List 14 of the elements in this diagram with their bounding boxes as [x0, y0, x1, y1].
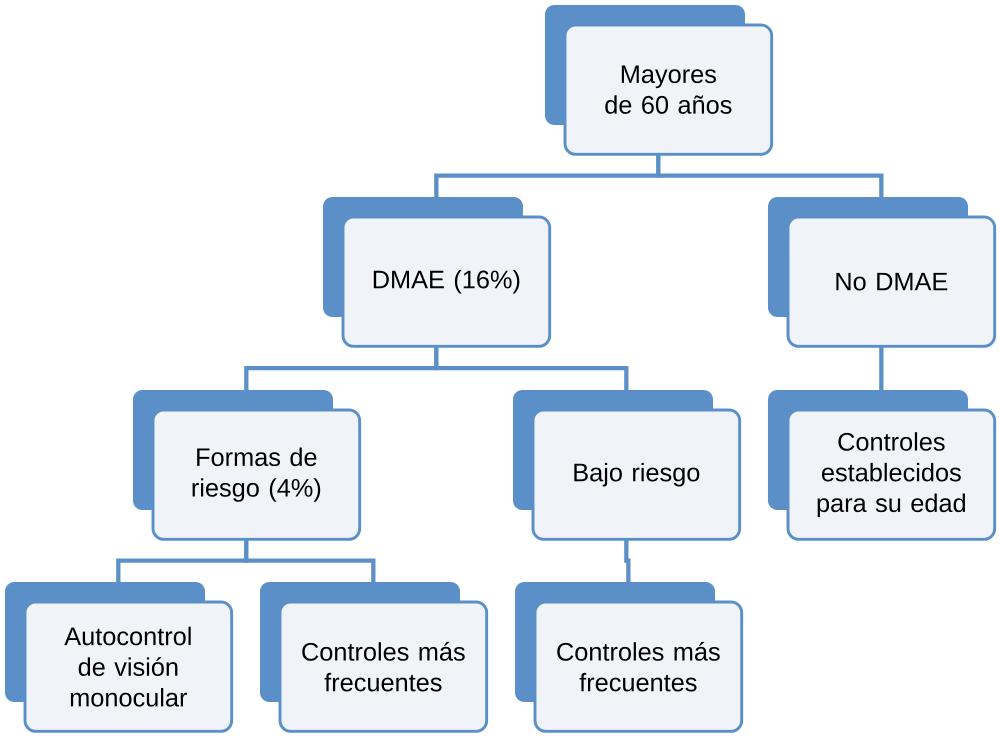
connector-line — [244, 539, 376, 582]
process-box: No DMAE — [768, 197, 996, 348]
process-box: DMAE (16%) — [323, 197, 552, 348]
process-box: Controles más frecuentes — [260, 582, 488, 733]
process-box: Formas de riesgo (4%) — [133, 390, 362, 541]
connector-line — [879, 346, 884, 390]
process-box: Controles establecidos para su edad — [768, 390, 996, 541]
process-box: Mayores de 60 años — [545, 5, 774, 156]
process-box: Controles más frecuentes — [515, 582, 744, 733]
connector-line — [656, 154, 884, 197]
connector-line — [624, 539, 630, 582]
process-box: Bajo riesgo — [513, 390, 742, 541]
process-box: Autocontrol de visión monocular — [5, 582, 234, 733]
connector-line — [434, 346, 628, 390]
